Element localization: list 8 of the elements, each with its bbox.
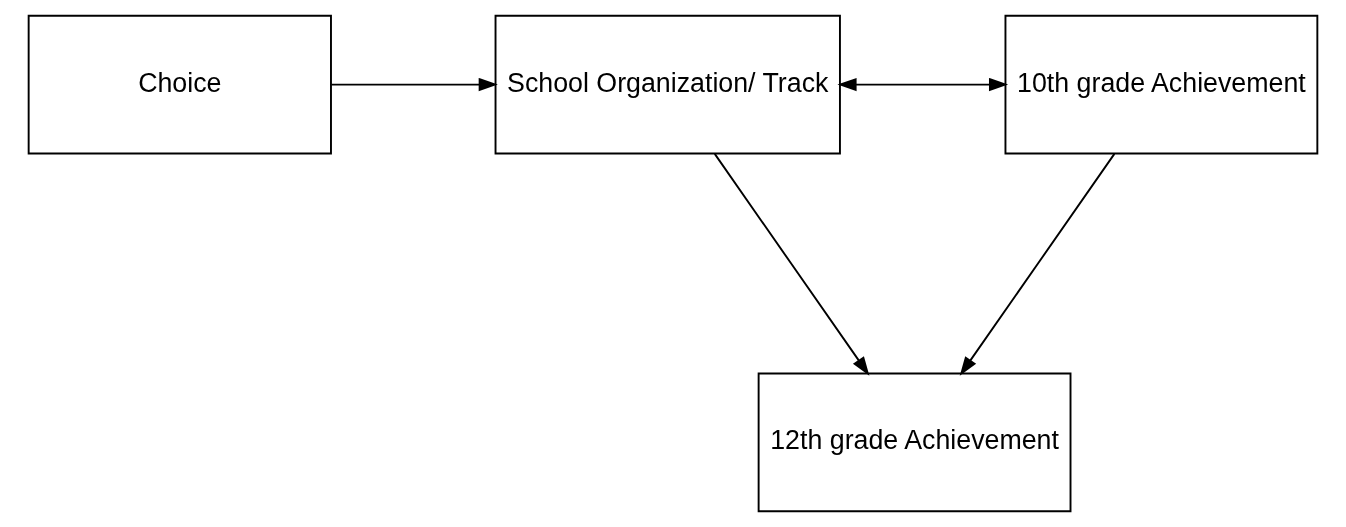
arrow [713, 152, 870, 376]
node-box: 10th grade Achievement [1004, 14, 1319, 155]
arrow [330, 77, 498, 92]
node-box: School Organization/ Track [494, 14, 841, 155]
node-box: 12th grade Achievement [757, 372, 1072, 513]
node-box: Choice [27, 14, 332, 155]
arrow [837, 77, 1009, 92]
arrow [959, 152, 1116, 376]
